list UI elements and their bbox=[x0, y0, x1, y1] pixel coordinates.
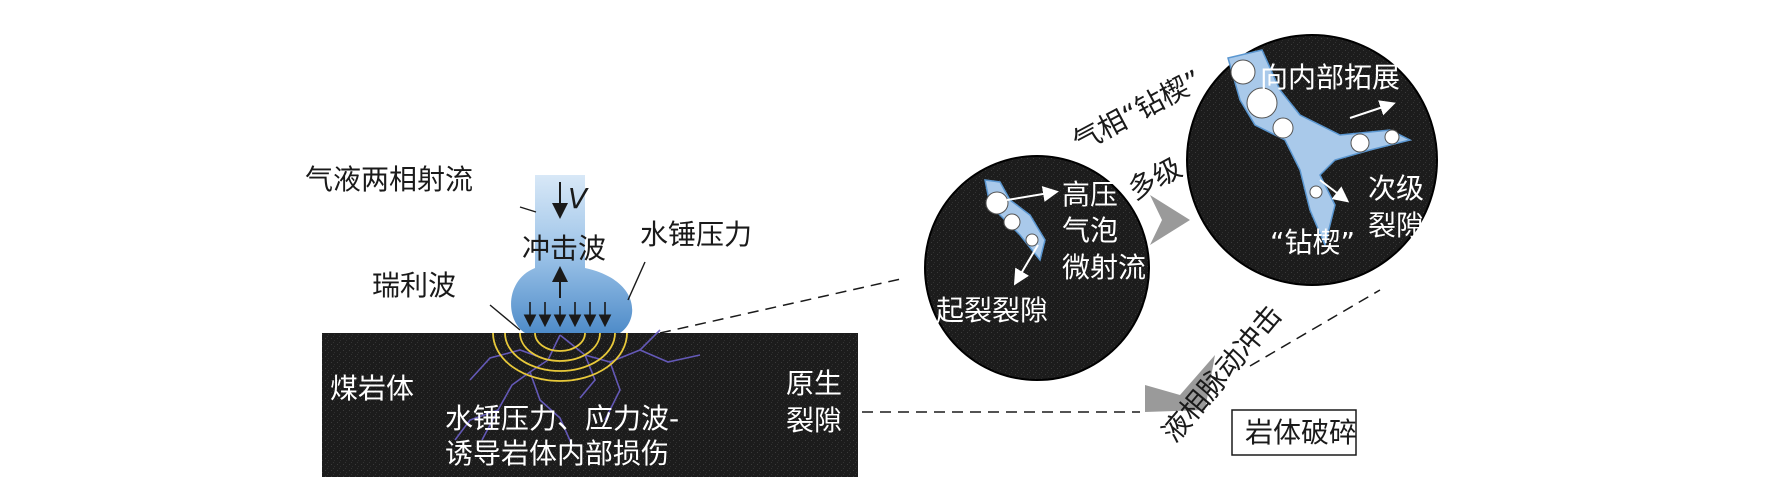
secondary-fracture-label-2: 裂隙 bbox=[1368, 209, 1424, 242]
high-pressure-label-1: 高压 bbox=[1062, 178, 1118, 211]
crack-initiation-label: 起裂裂隙 bbox=[936, 294, 1048, 327]
bubble-microjet-circle: 高压 气泡 微射流 起裂裂隙 bbox=[924, 155, 1150, 381]
leader-lines-left bbox=[489, 206, 646, 331]
native-fracture-label-1: 原生 bbox=[786, 367, 842, 400]
secondary-fracture-circle: 向内部拓展 次级 裂隙 “钻楔” bbox=[1186, 34, 1438, 286]
native-fracture-label-2: 裂隙 bbox=[786, 404, 842, 437]
shock-wave-label: 冲击波 bbox=[522, 232, 606, 265]
chevron-down-icon bbox=[1145, 355, 1215, 412]
rayleigh-wave-rings bbox=[492, 332, 628, 382]
gas-liquid-jet-label: 气液两相射流 bbox=[305, 163, 473, 196]
wedge-label: “钻楔” bbox=[1270, 226, 1355, 259]
dashed-connectors bbox=[659, 277, 1381, 413]
impact-arrows bbox=[523, 302, 612, 328]
gas-wedge-label: 气相“钻楔” bbox=[1067, 63, 1207, 158]
induced-damage-label-1: 水锤压力、应力波- bbox=[445, 402, 679, 435]
water-hammer-label: 水锤压力 bbox=[640, 218, 752, 251]
coal-rock-label: 煤岩体 bbox=[330, 372, 414, 405]
gas-liquid-jet bbox=[511, 175, 633, 333]
high-pressure-label-2: 气泡 bbox=[1062, 214, 1118, 247]
rock-fragment-label: 岩体破碎 bbox=[1245, 416, 1357, 449]
inward-expansion-label: 向内部拓展 bbox=[1260, 61, 1400, 94]
induced-damage-label-2: 诱导岩体内部损伤 bbox=[445, 437, 669, 470]
chevron-right-icon bbox=[1150, 195, 1190, 245]
rayleigh-wave-label: 瑞利波 bbox=[372, 269, 456, 302]
velocity-label: V bbox=[568, 182, 589, 215]
progression-arrows bbox=[1145, 195, 1215, 412]
secondary-fracture-label-1: 次级 bbox=[1368, 172, 1424, 205]
rock-fragment-box: 岩体破碎 bbox=[1231, 409, 1357, 456]
high-pressure-label-3: 微射流 bbox=[1062, 251, 1146, 284]
